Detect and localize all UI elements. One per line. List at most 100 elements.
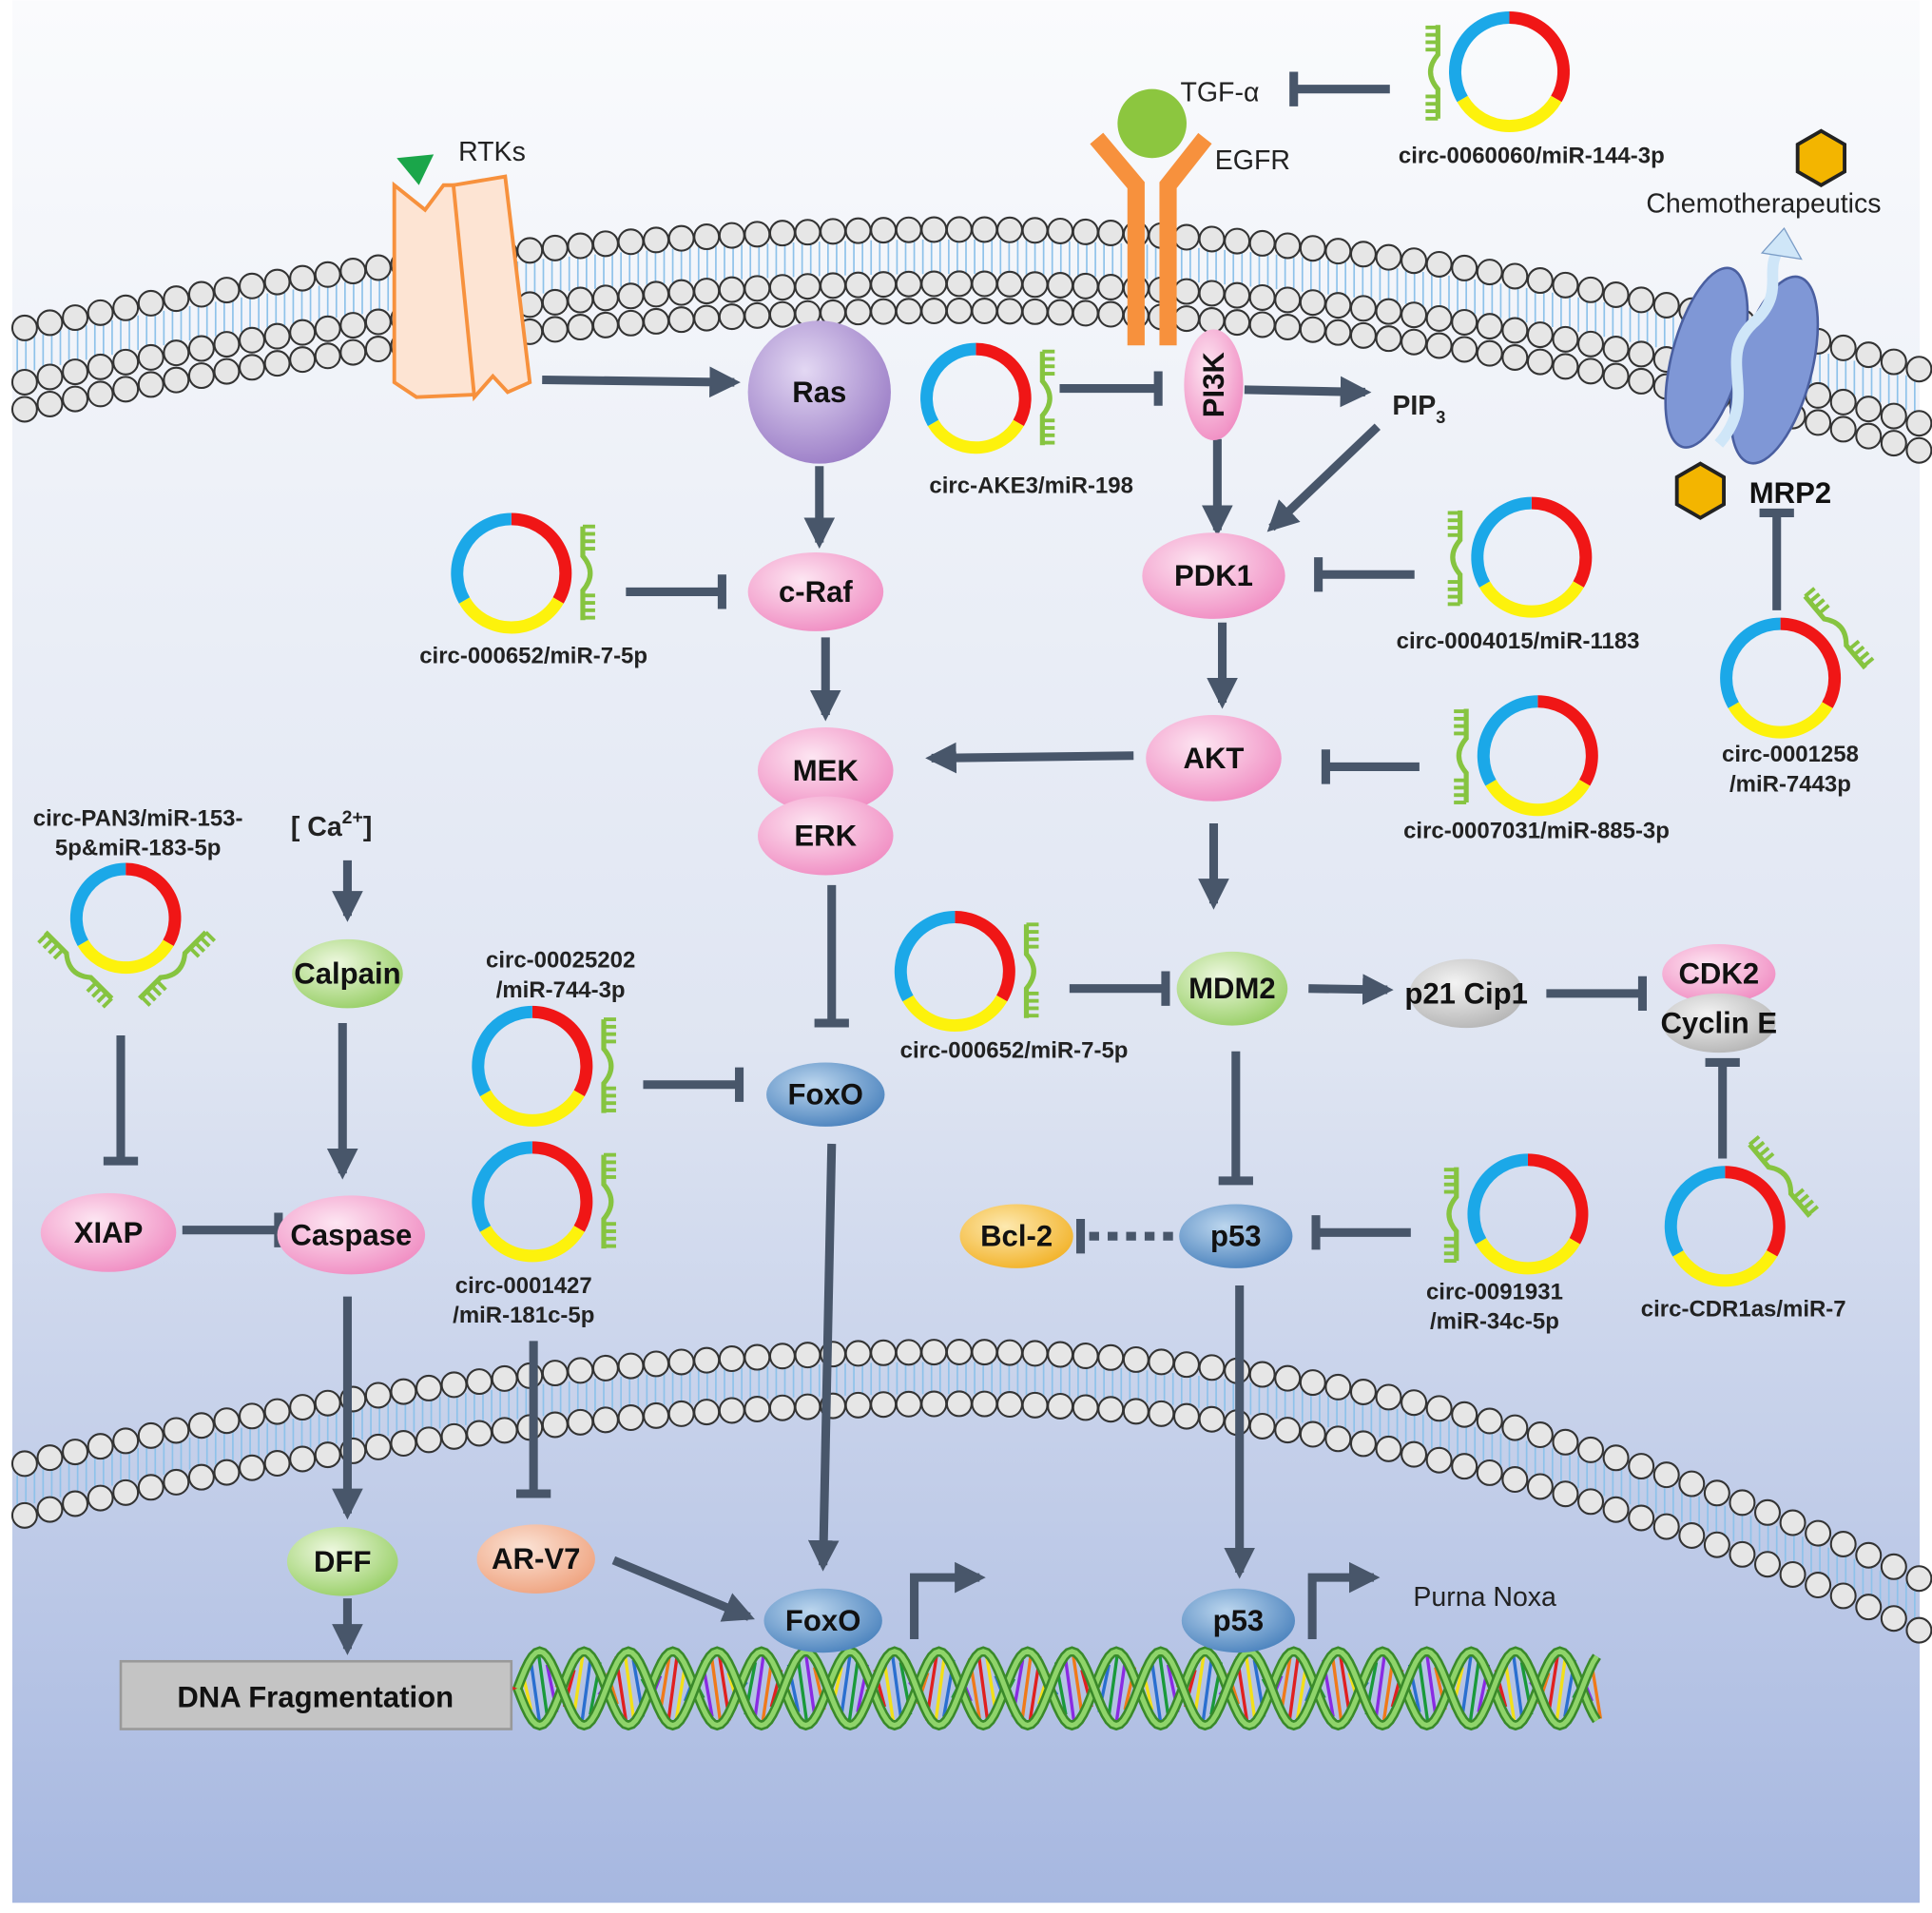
- lipid-head: [844, 271, 872, 299]
- base-pair: [752, 1652, 766, 1726]
- mirna-tooth: [140, 995, 152, 1007]
- tgfa-label: TGF-α: [1180, 78, 1259, 108]
- p21-node: p21 Cip1: [1404, 958, 1528, 1029]
- lipid-head: [1148, 1400, 1175, 1427]
- circrna-ring-segment: [920, 342, 976, 427]
- dna-helix: [512, 1646, 1603, 1731]
- circrna-label: circ-000652/miR-7-5p: [900, 1037, 1129, 1063]
- egfr-receptor-arm-right: [1159, 132, 1212, 346]
- mirna-strand: [601, 1019, 614, 1113]
- lipid-head: [768, 1394, 796, 1421]
- circrna-ring-segment: [1477, 695, 1538, 786]
- lipid-head: [263, 1398, 291, 1425]
- lipid-head: [1905, 1616, 1932, 1644]
- lipid-head: [1451, 1401, 1478, 1428]
- akt-node: AKT: [1146, 715, 1282, 802]
- lipid-head: [1476, 1459, 1503, 1486]
- mirna-tooth: [90, 986, 103, 998]
- lipid-head: [567, 1408, 594, 1436]
- lipid-head: [1148, 1348, 1175, 1376]
- mirna-tooth: [42, 937, 54, 950]
- mirna-tooth: [48, 942, 60, 955]
- lipid-head: [643, 280, 670, 308]
- node-ellipse: [277, 1195, 426, 1275]
- mirna-sponge-icon: [580, 524, 595, 621]
- lipid-head: [844, 1391, 872, 1419]
- lipid-head: [1552, 271, 1579, 299]
- lipid-head: [920, 270, 948, 298]
- lipid-head: [693, 1399, 721, 1426]
- lipid-head: [1375, 243, 1402, 271]
- base-pair: [1244, 1651, 1258, 1726]
- lipid-head: [1401, 1389, 1428, 1417]
- lipid-head: [870, 271, 898, 299]
- circrna-7: circ-PAN3/miR-153-5p&miR-183-5p: [33, 806, 242, 1009]
- cdk2-label: CDK2: [1678, 957, 1759, 991]
- lipid-head: [213, 357, 241, 385]
- cycline-node: Cyclin E: [1660, 993, 1777, 1053]
- mirna-strand: [1450, 510, 1463, 605]
- lipid-head: [1401, 247, 1428, 275]
- lipid-head: [1880, 1553, 1907, 1580]
- node-ellipse: [1184, 329, 1244, 441]
- mirna-sponge-icon: [1803, 587, 1875, 670]
- lipid-head: [1577, 1488, 1605, 1516]
- lipid-head: [567, 232, 594, 260]
- circrna-ring-segment: [1449, 11, 1510, 103]
- lipid-head: [1021, 298, 1049, 325]
- rtk-ligand-triangle-icon: [396, 154, 435, 185]
- node-ellipse: [959, 1204, 1073, 1268]
- lipid-head: [1349, 295, 1377, 322]
- lipid-head: [718, 222, 745, 249]
- lipid-head: [1855, 396, 1883, 423]
- mirna-sponge-icon: [37, 930, 114, 1009]
- lipid-head: [794, 1342, 821, 1369]
- lipid-head: [87, 299, 114, 326]
- lipid-head: [87, 1433, 114, 1460]
- lipid-head: [541, 1411, 569, 1439]
- lipid-head: [1198, 280, 1226, 307]
- lipid-head: [1451, 254, 1478, 281]
- lipid-head: [1451, 308, 1478, 336]
- lipid-head: [1729, 1540, 1756, 1568]
- calcium-text: ]: [363, 812, 373, 842]
- lipid-head: [1526, 267, 1554, 295]
- lipid-head: [1628, 1504, 1655, 1532]
- pi3k-label: PI3K: [1197, 352, 1230, 418]
- lipid-head: [1880, 402, 1907, 430]
- lipid-head: [137, 343, 164, 371]
- mirna-tooth: [1762, 1151, 1775, 1164]
- lipid-head: [643, 1401, 670, 1429]
- mirna-strand: [1748, 1143, 1812, 1218]
- lipid-head: [1501, 262, 1529, 290]
- circrna-ring-segment: [479, 1090, 585, 1127]
- circrna-1: circ-0060060/miR-144-3p: [1399, 11, 1665, 168]
- lipid-head: [1552, 325, 1579, 353]
- pi3k-node: PI3K: [1184, 329, 1244, 441]
- lipid-head: [187, 1463, 215, 1491]
- lipid-head: [1097, 1396, 1125, 1423]
- base-pair: [976, 1651, 990, 1726]
- xiap-label: XIAP: [74, 1216, 144, 1249]
- lipid-head: [1274, 1417, 1302, 1444]
- lipid-head: [1602, 362, 1630, 390]
- mirna-tooth: [1818, 604, 1830, 615]
- circrna-ring-segment: [1457, 95, 1562, 132]
- lipid-head: [187, 362, 215, 390]
- lipid-head: [1805, 1572, 1832, 1599]
- lipid-head: [213, 277, 241, 304]
- craf-label: c-Raf: [779, 575, 853, 609]
- p53-node: p53: [1179, 1204, 1293, 1268]
- lipid-head: [971, 216, 998, 243]
- node-ellipse: [1142, 532, 1285, 619]
- circrna-label: /miR-744-3p: [496, 977, 626, 1003]
- mirna-strand: [1803, 594, 1867, 670]
- mirna-strand: [1446, 1167, 1459, 1262]
- lipid-head: [289, 346, 317, 374]
- lipid-head: [466, 1420, 493, 1447]
- lipid-head: [693, 1346, 721, 1374]
- lipid-head: [1552, 1428, 1579, 1456]
- lipid-head: [996, 1391, 1024, 1419]
- lipid-head: [1905, 356, 1932, 383]
